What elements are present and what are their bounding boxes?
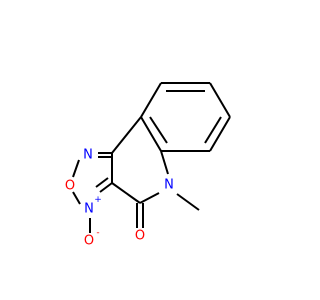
atom-carbonyl-o: O xyxy=(135,229,145,244)
bond-benz-3 xyxy=(209,82,231,118)
bond-benz-4-inner xyxy=(204,116,222,144)
bond-benz-4 xyxy=(209,116,231,152)
structure-svg: N O N + O - N O xyxy=(65,82,231,249)
atom-oxide-o-charge: - xyxy=(96,228,99,238)
bond-c5a-n5 xyxy=(160,150,169,175)
bond-o2-n3 xyxy=(72,191,81,205)
atom-o2-symbol: O xyxy=(65,179,75,194)
bond-benz-6 xyxy=(140,116,162,152)
atom-o2: O xyxy=(65,179,75,194)
bond-c9b-c9a xyxy=(111,116,142,154)
atom-labels: N O N + O - N O xyxy=(65,148,174,249)
bond-n5-methyl xyxy=(176,193,200,211)
atom-n3: N + xyxy=(84,195,102,217)
bond-n3-c3a-double xyxy=(95,177,109,188)
bond-n3-c3a xyxy=(99,182,113,193)
atom-oxide-o: O - xyxy=(84,228,100,249)
molecule-drawing: N O N + O - N O xyxy=(65,82,231,249)
bonds xyxy=(72,82,231,233)
atom-n1-symbol: N xyxy=(83,148,93,163)
bond-benz-1 xyxy=(140,82,162,118)
bond-n5-c4 xyxy=(139,192,160,204)
atom-n3-symbol: N xyxy=(84,202,94,217)
atom-n1: N xyxy=(83,148,93,163)
atom-carbonyl-o-symbol: O xyxy=(135,229,145,244)
bond-benz-6-inner xyxy=(149,116,168,144)
atom-oxide-o-symbol: O xyxy=(84,234,94,249)
atom-n5-symbol: N xyxy=(164,178,174,193)
atom-n5: N xyxy=(164,178,174,193)
bond-c4-c3a xyxy=(111,182,141,204)
bond-n1-o2 xyxy=(72,159,80,178)
atom-n3-charge: + xyxy=(94,195,102,205)
